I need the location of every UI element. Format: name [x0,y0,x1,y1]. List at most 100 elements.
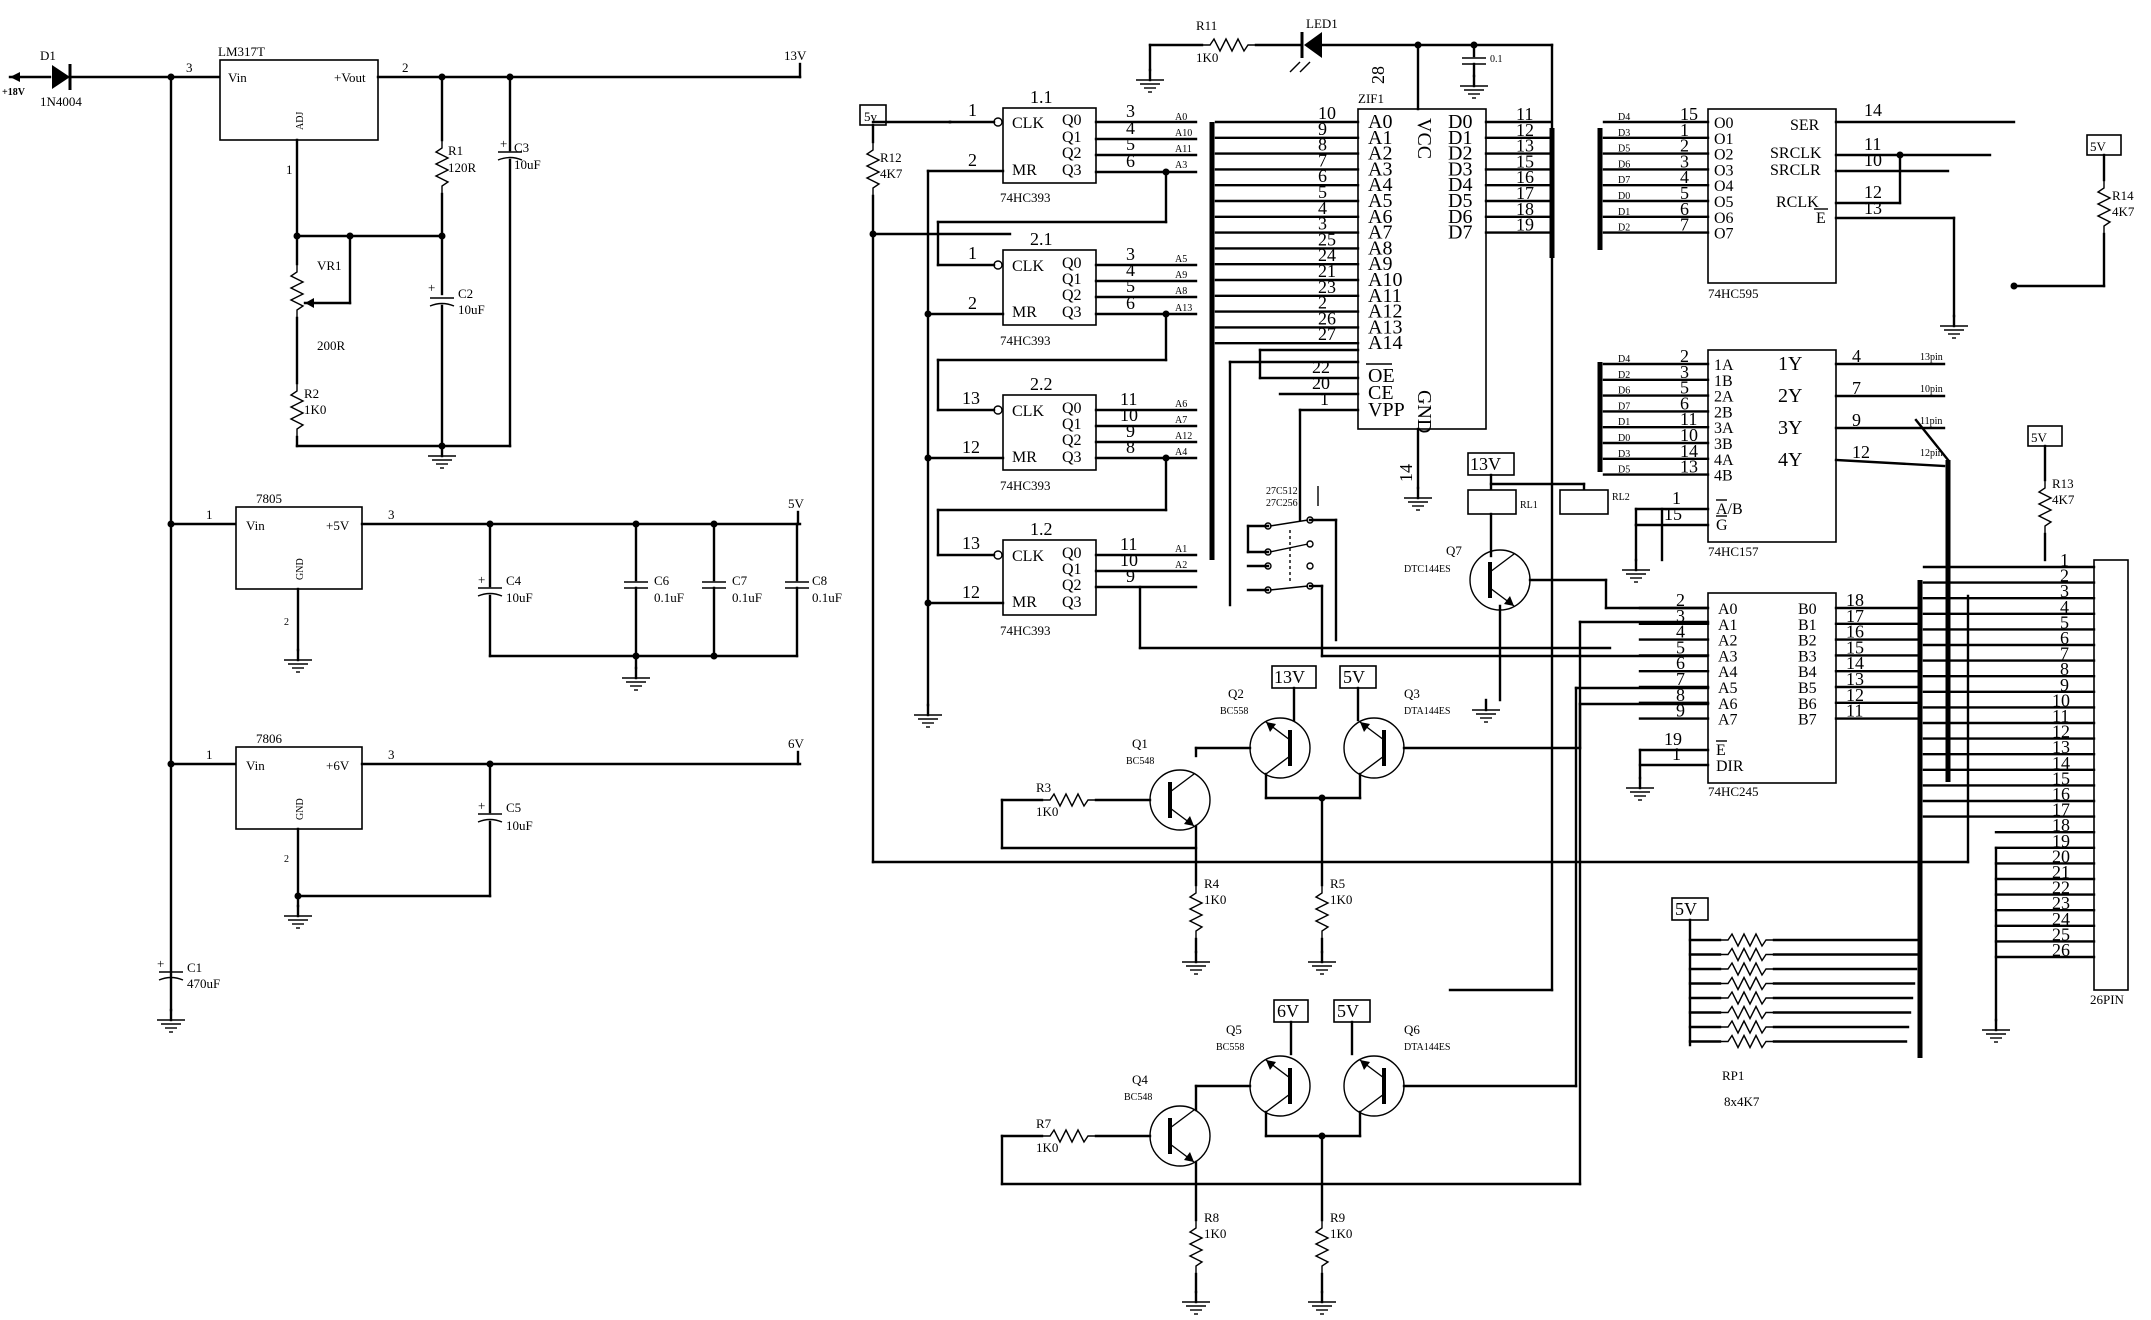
svg-text:1: 1 [206,507,213,522]
svg-text:Q0: Q0 [1062,112,1082,129]
connector-pin-number: 22 [2052,878,2070,898]
buf-a-pin-number: 7 [1676,669,1685,689]
svg-text:A1: A1 [1175,544,1187,555]
svg-text:MR: MR [1012,594,1037,611]
zif-addr-label: A10 [1368,269,1402,291]
zif-addr-label: A9 [1368,253,1392,275]
svg-text:1K0: 1K0 [1330,892,1352,907]
buf-a-pin-number: 3 [1676,606,1685,626]
mux-pin-number: 10 [1680,425,1698,445]
counter-ic-2-1 [1002,249,1097,326]
zif-addr-pin-number: 8 [1318,135,1327,155]
svg-text:+6V: +6V [326,758,350,773]
sr-pin-number: 1 [1680,120,1689,140]
connector-pin-number: 12 [2052,722,2070,742]
svg-text:C5: C5 [506,800,521,815]
svg-text:1: 1 [286,162,293,177]
driver-upper: 13V 5V Q2 BC558 Q3 DTA144ES R5 1K0 Q1 BC… [1000,620,1710,976]
sr-output-label: O5 [1714,194,1734,211]
svg-text:R9: R9 [1330,1210,1345,1225]
svg-text:ADJ: ADJ [295,112,306,130]
buf-b-label: B2 [1798,633,1817,650]
counter-section: 5v R12 4K7 1.1 74HC393 CLK MR Q0 Q1 Q2 Q… [859,87,1970,864]
svg-text:GND: GND [295,798,306,820]
svg-text:5V: 5V [1675,899,1697,919]
svg-text:Q0: Q0 [1062,545,1082,562]
svg-text:10uF: 10uF [514,157,541,172]
connector-pins: 1234567891011121314151617181920212223242… [1922,550,2096,960]
svg-text:74HC393: 74HC393 [1000,190,1051,205]
svg-text:Q1: Q1 [1062,271,1082,288]
mux-output-label: 1Y [1778,353,1802,375]
buf-b-pin-number: 18 [1846,590,1864,610]
svg-text:1: 1 [1320,389,1329,409]
svg-text:A8: A8 [1175,286,1187,297]
mux-output-label: 4Y [1778,449,1802,471]
rp-resistor [1720,1004,1774,1021]
zif-data-pin-number: 18 [1516,199,1534,219]
svg-text:E: E [1716,742,1726,759]
connector-pin-number: 9 [2060,675,2069,695]
svg-text:CLK: CLK [1012,258,1044,275]
connector-pin-number: 4 [2060,597,2069,617]
svg-text:13: 13 [1864,198,1882,218]
svg-text:GND: GND [295,558,306,580]
mux-data-label: D3 [1618,449,1630,460]
svg-text:3: 3 [1126,101,1135,121]
svg-text:10uF: 10uF [506,590,533,605]
svg-text:Q3: Q3 [1062,162,1082,179]
mux-input-label: 4B [1714,468,1733,485]
mux-input-label: 2A [1714,389,1734,406]
svg-text:DIR: DIR [1716,758,1744,775]
svg-text:13: 13 [962,533,980,553]
svg-text:Q0: Q0 [1062,400,1082,417]
buf-b-label: B7 [1798,712,1817,729]
svg-text:Q2: Q2 [1228,686,1244,701]
zif-addr-pin-number: 27 [1318,324,1336,344]
svg-text:10uF: 10uF [458,302,485,317]
d1-label: D1 [40,48,56,63]
svg-text:11: 11 [1120,389,1137,409]
connector-pin-number: 26 [2052,940,2070,960]
zif-addr-label: A6 [1368,206,1392,228]
mux-pin-number: 13 [1680,457,1698,477]
svg-text:A11: A11 [1175,144,1192,155]
svg-text:RCLK: RCLK [1776,194,1819,211]
driver-lower: 6V 5V Q5 BC558 Q6 DTA144ES R9 1K0 Q4 BC5… [1000,686,1710,1316]
diode-d1-symbol [52,65,70,89]
svg-text:C6: C6 [654,573,670,588]
mux-pin-number: 14 [1680,441,1698,461]
svg-text:R14: R14 [2112,188,2134,203]
buf-b-pin-number: 15 [1846,637,1864,657]
zif-data-label: D5 [1448,190,1472,212]
counter-ic-1-2 [1002,539,1097,616]
svg-text:1: 1 [1672,488,1681,508]
svg-text:3: 3 [388,507,395,522]
zif-addr-pin-number: 9 [1318,119,1327,139]
sr-pin-number: 7 [1680,215,1689,235]
zif-data-label: D6 [1448,206,1472,228]
svg-text:8: 8 [1126,437,1135,457]
sr-data-label: D0 [1618,191,1630,202]
svg-text:5V: 5V [1337,1001,1359,1021]
connector-pin-number: 13 [2052,737,2070,757]
buf-a-pin-number: 8 [1676,685,1685,705]
rp-resistor [1720,1019,1774,1035]
svg-text:74HC393: 74HC393 [1000,623,1051,638]
zif-addr-pin-number: 24 [1318,245,1336,265]
svg-text:R4: R4 [1204,876,1220,891]
svg-text:Q0: Q0 [1062,255,1082,272]
svg-text:2: 2 [284,617,289,628]
svg-text:Q3: Q3 [1062,304,1082,321]
sr-pin-number: 5 [1680,183,1689,203]
zif-addr-label: A1 [1368,127,1392,149]
svg-text:BC558: BC558 [1216,1042,1244,1053]
sr-output-label: O1 [1714,131,1734,148]
buf-a-label: A3 [1718,648,1738,665]
d1-part: 1N4004 [40,94,82,109]
mux-out-pin-number: 4 [1852,346,1861,366]
